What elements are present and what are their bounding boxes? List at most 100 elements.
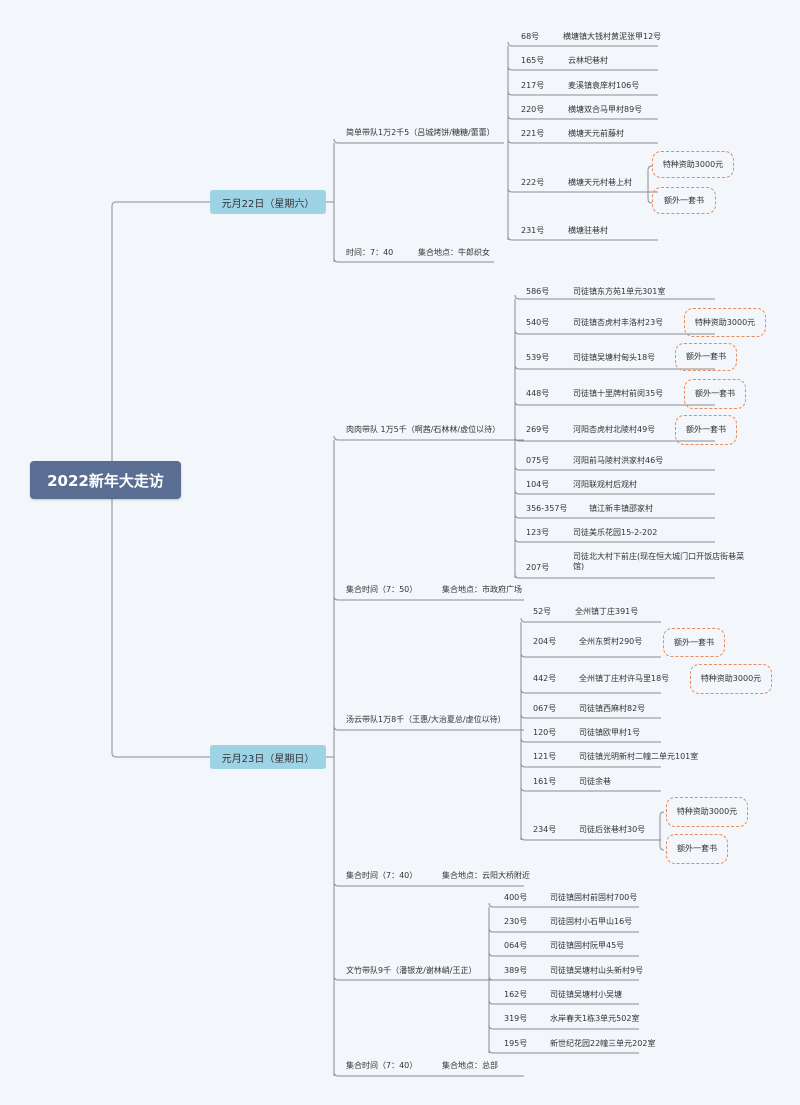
connector-line bbox=[520, 652, 661, 658]
house-number: 207号 bbox=[526, 563, 550, 572]
house-number: 389号 bbox=[504, 966, 528, 975]
team-label-jiandan[interactable]: 简单带队1万2千5（吕城烤饼/糖糖/蕾蕾） bbox=[346, 128, 495, 137]
house-address[interactable]: 司徒镇吴塘村小吴塘 bbox=[550, 990, 622, 999]
house-address[interactable]: 司徒固村小石甲山16号 bbox=[550, 917, 633, 926]
root-node[interactable]: 2022新年大走访 bbox=[30, 461, 181, 499]
meet-place: 集合地点：牛郎织女 bbox=[418, 248, 490, 257]
house-address[interactable]: 司徒镇固村前固村700号 bbox=[550, 893, 638, 902]
connector-line bbox=[520, 835, 661, 841]
house-address[interactable]: 镇江新丰镇邵家村 bbox=[589, 504, 653, 513]
connector-line bbox=[514, 573, 715, 579]
house-number: 067号 bbox=[533, 704, 557, 713]
day-node-jan23[interactable]: 元月23日（星期日） bbox=[210, 745, 326, 769]
connector-line bbox=[514, 489, 715, 495]
connector-line bbox=[507, 235, 658, 241]
team-label-wenzhu[interactable]: 文竹带队9千（潘银龙/谢林峭/王正） bbox=[346, 966, 477, 975]
connector-line bbox=[333, 725, 524, 731]
tag-special-funding[interactable]: 特种资助3000元 bbox=[684, 308, 766, 337]
house-address[interactable]: 司徒镇光明新村二幢二单元101室 bbox=[579, 752, 699, 761]
connector-line bbox=[111, 201, 210, 480]
house-address[interactable]: 水岸春天1栋3单元502室 bbox=[550, 1014, 640, 1023]
connector-line bbox=[520, 713, 661, 719]
house-address[interactable]: 横塘天元前藤村 bbox=[568, 129, 624, 138]
house-address[interactable]: 司徒镇东方苑1单元301室 bbox=[573, 287, 666, 296]
connector-line bbox=[333, 257, 494, 263]
connector-line bbox=[514, 364, 715, 370]
connector-line bbox=[514, 465, 715, 471]
house-address[interactable]: 河阳联观村后观村 bbox=[573, 480, 637, 489]
tag-extra-books[interactable]: 额外一套书 bbox=[684, 379, 746, 409]
house-address[interactable]: 司徒镇固村阮甲45号 bbox=[550, 941, 625, 950]
connector-line bbox=[488, 927, 639, 933]
house-address[interactable]: 全州东贺村290号 bbox=[579, 637, 643, 646]
connector-line bbox=[647, 165, 653, 192]
house-number: 221号 bbox=[521, 129, 545, 138]
house-address[interactable]: 麦溪镇袁庠村106号 bbox=[568, 81, 640, 90]
house-address[interactable]: 横塘天元村巷上村 bbox=[568, 178, 632, 187]
tag-special-funding[interactable]: 特种资助3000元 bbox=[666, 797, 748, 827]
house-address[interactable]: 河阳杏虎村北陵村49号 bbox=[573, 425, 656, 434]
connector-line bbox=[333, 138, 504, 144]
house-number: 586号 bbox=[526, 287, 550, 296]
house-number: 104号 bbox=[526, 480, 550, 489]
house-address[interactable]: 司徒镇吴塘村山头新村9号 bbox=[550, 966, 644, 975]
house-address[interactable]: 新世纪花园22幢三单元202室 bbox=[550, 1039, 656, 1048]
house-address[interactable]: 全州镇丁庄391号 bbox=[575, 607, 639, 616]
house-number: 442号 bbox=[533, 674, 557, 683]
house-address[interactable]: 司徒镇吴塘村甸头18号 bbox=[573, 353, 656, 362]
meet-time: 集合时间（7：50） bbox=[346, 585, 418, 594]
tag-extra-books[interactable]: 额外一套书 bbox=[675, 415, 737, 445]
meet-time: 集合时间（7：40） bbox=[346, 871, 418, 880]
house-number: 075号 bbox=[526, 456, 550, 465]
connector-line bbox=[514, 436, 715, 442]
meet-place: 集合地点：总部 bbox=[442, 1061, 498, 1070]
connector-line bbox=[520, 737, 661, 743]
tag-extra-books[interactable]: 额外一套书 bbox=[663, 628, 725, 657]
house-address[interactable]: 司徒美乐花园15-2-202 bbox=[573, 528, 658, 537]
connector-line bbox=[514, 294, 715, 300]
connector-line bbox=[507, 65, 658, 71]
house-address[interactable]: 横塘镇大钱村黄泥张甲12号 bbox=[563, 32, 662, 41]
house-address[interactable]: 横塘驻巷村 bbox=[568, 226, 608, 235]
house-address[interactable]: 司徒镇十里牌村前闵35号 bbox=[573, 389, 664, 398]
meet-place: 集合地点：云阳大桥附近 bbox=[442, 871, 530, 880]
house-address[interactable]: 云林圯巷村 bbox=[568, 56, 608, 65]
connector-line bbox=[488, 951, 639, 957]
meet-time: 时间：7：40 bbox=[346, 248, 394, 257]
tag-extra-books[interactable]: 额外一套书 bbox=[666, 834, 728, 864]
connector-line bbox=[514, 329, 715, 335]
house-number: 220号 bbox=[521, 105, 545, 114]
house-address[interactable]: 司徒镇欧甲村1号 bbox=[579, 728, 641, 737]
house-number: 231号 bbox=[521, 226, 545, 235]
connector-line bbox=[520, 617, 661, 623]
connector-line bbox=[659, 811, 665, 840]
connector-line bbox=[507, 41, 658, 47]
day-node-jan22[interactable]: 元月22日（星期六） bbox=[210, 190, 326, 214]
connector-line bbox=[111, 480, 210, 758]
house-address[interactable]: 司徒北大村下前庄(现在恒大城门口开饭店街巷菜馆) bbox=[573, 552, 745, 571]
tag-extra-books[interactable]: 额外一套书 bbox=[675, 343, 737, 371]
house-number: 161号 bbox=[533, 777, 557, 786]
connector-line bbox=[514, 400, 715, 406]
connector-line bbox=[520, 786, 661, 792]
house-address[interactable]: 司徒镇杏虎村丰洛村23号 bbox=[573, 318, 664, 327]
tag-extra-books[interactable]: 额外一套书 bbox=[652, 187, 716, 214]
house-address[interactable]: 司徒镇西麻村82号 bbox=[579, 704, 646, 713]
house-number: 269号 bbox=[526, 425, 550, 434]
team-label-rourou[interactable]: 肉肉带队 1万5千（啊茜/石林林/虚位以待） bbox=[346, 425, 501, 434]
house-address[interactable]: 横塘双合马甲村89号 bbox=[568, 105, 643, 114]
house-number: 120号 bbox=[533, 728, 557, 737]
house-number: 217号 bbox=[521, 81, 545, 90]
house-number: 448号 bbox=[526, 389, 550, 398]
house-address[interactable]: 全州镇丁庄村许马里18号 bbox=[579, 674, 670, 683]
house-address[interactable]: 河阳前马陵村洪家村46号 bbox=[573, 456, 664, 465]
tag-special-funding[interactable]: 特种资助3000元 bbox=[652, 151, 734, 178]
house-address[interactable]: 司徒余巷 bbox=[579, 777, 611, 786]
team-label-tangyun[interactable]: 汤云带队1万8千（王惠/大治夏总/虚位以待） bbox=[346, 715, 506, 724]
connector-line bbox=[488, 902, 639, 908]
tag-special-funding[interactable]: 特种资助3000元 bbox=[690, 664, 772, 694]
house-address[interactable]: 司徒后张巷村30号 bbox=[579, 825, 646, 834]
house-number: 52号 bbox=[533, 607, 552, 616]
house-number: 064号 bbox=[504, 941, 528, 950]
